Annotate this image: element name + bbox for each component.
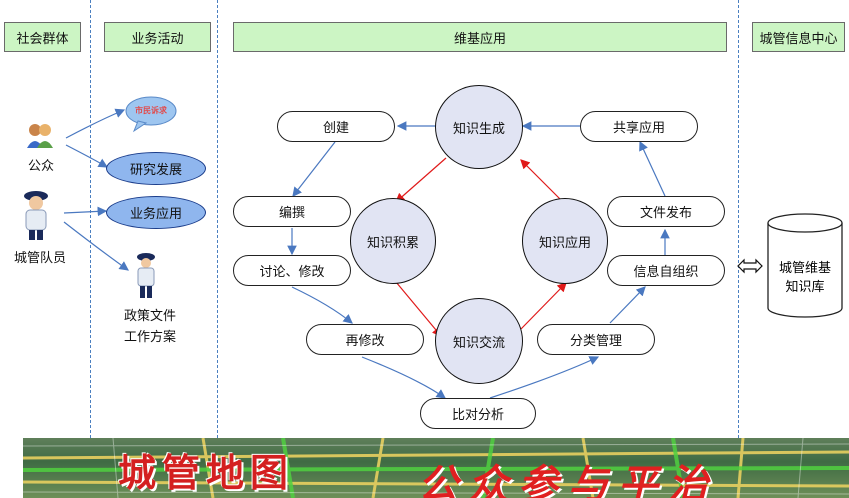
arrow-officer-to-apply: [63, 206, 108, 217]
node-share: 共享应用: [580, 111, 698, 142]
arrow-exchange-to-use: [520, 282, 567, 330]
node-self-organize: 信息自组织: [607, 255, 725, 286]
banner-title-2: 公众参与平治: [418, 461, 718, 498]
map-banner-image: 城管地图 公众参与平治: [23, 438, 849, 498]
arrow-revise-to-compare: [361, 356, 446, 399]
arrow-discuss-to-revise: [291, 286, 353, 324]
docs-officer-icon: [133, 252, 159, 300]
header-social-groups: 社会群体: [4, 22, 81, 52]
arrow-officer-to-docs: [63, 221, 129, 271]
circle-knowledge-generation: 知识生成: [435, 85, 523, 169]
node-discuss: 讨论、修改: [233, 255, 351, 286]
apply-bubble: 业务应用: [106, 196, 206, 229]
node-create: 创建: [277, 111, 395, 142]
arrow-public-to-complaint: [65, 108, 126, 139]
banner-title-1: 城管地图: [118, 450, 295, 495]
node-classify: 分类管理: [537, 324, 655, 355]
node-publish: 文件发布: [607, 196, 725, 227]
arrow-public-to-research: [65, 144, 109, 168]
circle-knowledge-application: 知识应用: [522, 198, 608, 284]
arrow-gen-to-accum: [395, 157, 447, 203]
officer-icon: [18, 190, 54, 240]
wiki-database-icon: 城管维基 知识库: [766, 213, 844, 318]
complaint-text: 市民诉求: [135, 106, 167, 115]
public-label: 公众: [27, 159, 54, 174]
arrow-compare-to-classify: [489, 356, 600, 399]
public-people-icon: [25, 122, 55, 150]
docs-label-1: 政策文件: [123, 309, 176, 324]
arrow-create-to-compose: [292, 141, 336, 197]
complaint-bubble: 市民诉求: [124, 95, 178, 133]
separator-1: [90, 0, 91, 438]
docs-label-2: 工作方案: [123, 330, 176, 345]
header-wiki-application: 维基应用: [233, 22, 727, 52]
header-info-center: 城管信息中心: [752, 22, 845, 52]
officer-label: 城管队员: [13, 251, 66, 266]
arrow-classify-to-selforg: [609, 286, 646, 324]
separator-3: [738, 0, 739, 438]
arrow-accum-to-exchange: [395, 281, 442, 337]
node-revise: 再修改: [306, 324, 424, 355]
double-arrow-to-db: [737, 258, 763, 274]
node-compose: 编撰: [233, 196, 351, 227]
db-label-2: 知识库: [785, 280, 825, 295]
circle-knowledge-exchange: 知识交流: [435, 298, 523, 384]
arrow-publish-to-share: [639, 140, 666, 197]
header-business-activities: 业务活动: [104, 22, 211, 52]
research-bubble: 研究发展: [106, 152, 206, 185]
node-compare: 比对分析: [420, 398, 536, 429]
separator-2: [217, 0, 218, 438]
db-label-1: 城管维基: [778, 261, 831, 276]
arrow-use-to-gen: [520, 159, 565, 204]
circle-knowledge-accumulation: 知识积累: [350, 198, 436, 284]
